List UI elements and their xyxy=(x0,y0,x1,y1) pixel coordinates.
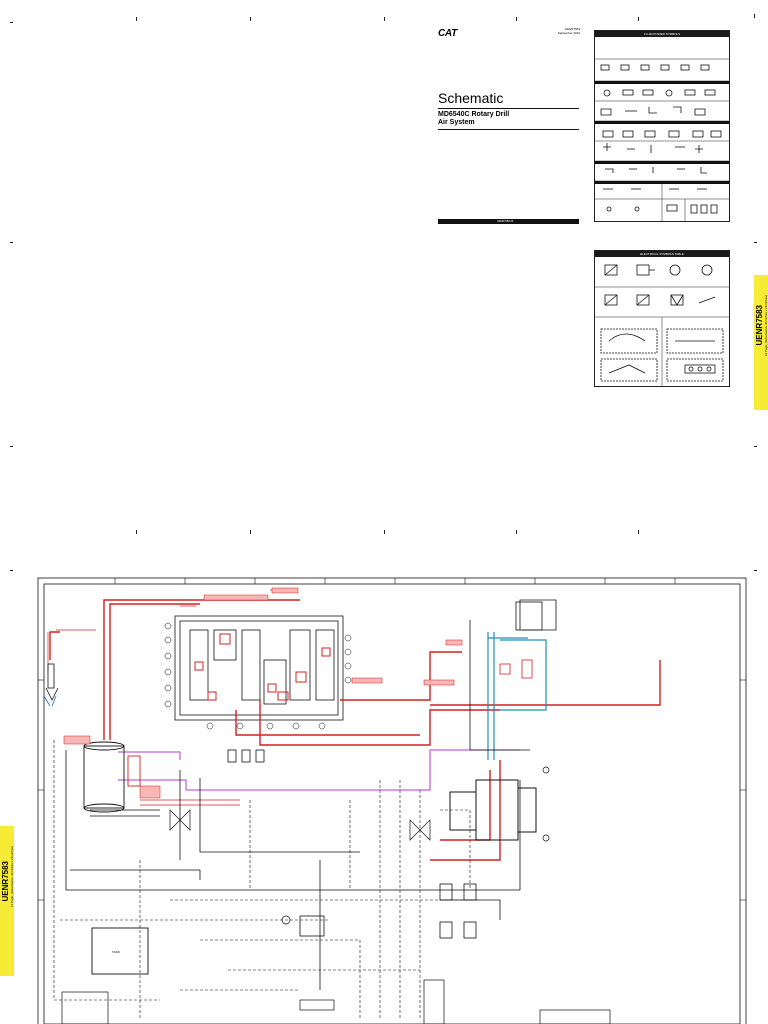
red-lines xyxy=(49,599,661,861)
fluid-power-symbols-table: FLUID POWER SYMBOLS xyxy=(594,30,730,222)
filters xyxy=(227,749,477,939)
subtitle-rule xyxy=(438,129,579,130)
document-number: UENR7583 September 2016 xyxy=(520,27,580,35)
side-tab-number: UENR7583 xyxy=(755,305,764,346)
electrical-symbols-table: ELECTRICAL SYMBOLS TABLE xyxy=(594,250,730,387)
electrical-symbols-grid xyxy=(595,264,729,386)
side-tab-subtext: 16 Page, (Dimensions: 40 inches x 28 inc… xyxy=(764,295,768,357)
side-tab-left: UENR7583 16 Page, (Dimensions: 40 inches… xyxy=(0,826,14,976)
air-receiver xyxy=(83,741,141,813)
black-lines xyxy=(65,599,557,990)
cover-band-text: UENR7583-00 xyxy=(497,220,514,223)
magenta-lines xyxy=(118,749,520,791)
fluid-power-symbols-grid xyxy=(595,58,729,221)
panel-callouts xyxy=(164,622,352,730)
fluid-power-table-title: FLUID POWER SYMBOLS xyxy=(595,31,729,37)
air-system-schematic: TANK xyxy=(37,577,747,1024)
bottom-instruments xyxy=(61,979,611,1024)
red-valve-blocks xyxy=(194,633,331,701)
tank-component xyxy=(91,927,149,975)
valve-panel xyxy=(174,615,344,721)
side-tab-right: UENR7583 16 Page, (Dimensions: 40 inches… xyxy=(754,275,768,410)
valves-lower xyxy=(169,766,550,925)
schematic-frame xyxy=(37,577,747,1024)
upper-right-actuator xyxy=(499,601,543,679)
page-title: Schematic xyxy=(438,90,504,106)
tank-label: TANK xyxy=(112,950,120,954)
title-rule xyxy=(438,108,579,109)
red-label-boxes xyxy=(63,587,463,799)
doc-date-text: September 2016 xyxy=(557,31,580,35)
pressure-sensor-probe xyxy=(43,663,59,707)
doc-number-text: UENR7583 xyxy=(564,27,580,31)
frame-ticks xyxy=(38,578,746,901)
electrical-table-title: ELECTRICAL SYMBOLS TABLE xyxy=(595,251,729,257)
separator-tank xyxy=(449,779,537,841)
subtitle-line1: MD6540C Rotary Drill xyxy=(438,111,510,118)
dashed-lines xyxy=(53,740,480,1020)
cat-logo: CAT xyxy=(438,28,457,39)
subtitle-line2: Air System xyxy=(438,119,475,126)
cyan-lines xyxy=(487,632,547,760)
page-subtitle: MD6540C Rotary Drill Air System xyxy=(438,111,509,127)
cover-band xyxy=(438,219,579,224)
